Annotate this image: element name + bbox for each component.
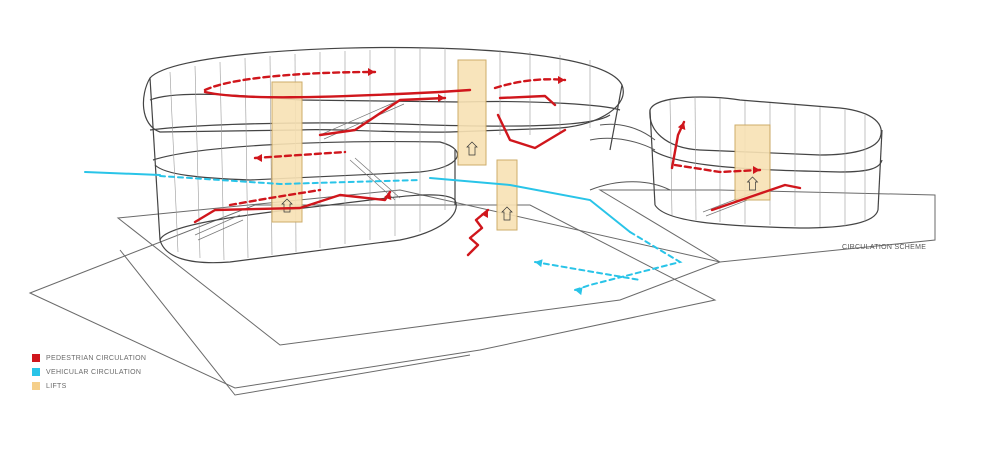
bridge-curve: [589, 181, 671, 191]
left-building-floor-mid: [149, 114, 611, 131]
legend-swatch-vehicular: [32, 368, 40, 376]
lift-up-arrow-icon: [466, 141, 478, 156]
route-arrows: [255, 68, 760, 296]
pedestrian-route-right-ramp: [710, 183, 802, 212]
lift-box: [271, 81, 303, 223]
bridge-lower: [589, 137, 656, 151]
lift-box: [457, 59, 487, 166]
legend-label-lifts: LIFTS: [46, 382, 67, 390]
route-arrow-icon: [535, 259, 543, 268]
right-building-floor: [651, 149, 883, 173]
route-arrow-icon: [558, 76, 565, 84]
left-building-edge-right: [609, 84, 623, 151]
right-building-roof: [649, 96, 882, 156]
right-building-base: [654, 204, 879, 229]
diagram-caption: CIRCULATION SCHEME: [842, 244, 927, 251]
legend-label-vehicular: VEHICULAR CIRCULATION: [46, 368, 142, 376]
bridge-upper: [599, 123, 656, 141]
lift-up-arrow-icon: [281, 198, 293, 213]
ground-plate-mid: [116, 189, 722, 346]
lift-up-arrow-icon: [746, 176, 759, 191]
pedestrian-route-mid-dashed: [253, 150, 347, 160]
vehicular-route-dashed: [159, 175, 421, 186]
right-building-edge-right: [877, 129, 883, 211]
pedestrian-route-top: [203, 70, 377, 92]
vehicular-route-loop-dashed: [534, 261, 641, 281]
lift-up-arrow-icon: [501, 206, 513, 221]
legend-swatch-pedestrian: [32, 354, 40, 362]
pedestrian-route-lower-dashed: [228, 188, 322, 207]
pedestrian-route-right-dashed: [673, 163, 762, 174]
legend-item-pedestrian: PEDESTRIAN CIRCULATION: [32, 352, 146, 364]
legend: PEDESTRIAN CIRCULATION VEHICULAR CIRCULA…: [32, 352, 146, 394]
lift-shaft: [457, 59, 487, 166]
route-arrow-icon: [575, 287, 583, 296]
left-building-edge-left: [149, 77, 161, 241]
lift-shaft: [271, 81, 303, 223]
escalator-1: [194, 214, 244, 241]
lifts: [271, 59, 771, 231]
left-building-floor-low: [152, 140, 459, 181]
right-building-edge-left: [649, 109, 656, 206]
route-arrow-icon: [438, 94, 445, 102]
vehicular-circulation: [84, 171, 683, 291]
route-arrow-icon: [481, 210, 488, 219]
legend-label-pedestrian: PEDESTRIAN CIRCULATION: [46, 354, 147, 362]
right-building: [649, 96, 883, 229]
route-arrow-icon: [753, 166, 760, 174]
lift-box: [496, 159, 518, 231]
route-arrow-icon: [368, 68, 375, 76]
left-building-floor-upper: [149, 93, 621, 111]
vehicular-route-entry: [84, 171, 161, 176]
vehicular-route-ramp-dashed: [574, 231, 683, 291]
pedestrian-route-stair: [466, 208, 490, 257]
vehicular-route-main: [429, 177, 631, 233]
legend-item-vehicular: VEHICULAR CIRCULATION: [32, 366, 146, 378]
left-building: [142, 46, 624, 264]
lift-shaft: [496, 159, 518, 231]
ground-plate-right: [598, 189, 936, 263]
legend-item-lifts: LIFTS: [32, 380, 146, 392]
pedestrian-circulation: [193, 70, 802, 257]
escalator-2: [349, 157, 401, 201]
pedestrian-route-upper: [203, 88, 472, 99]
route-arrow-icon: [255, 154, 262, 162]
lift-shaft: [734, 124, 771, 201]
ground-plate-lower: [28, 204, 717, 389]
lift-box: [734, 124, 771, 201]
left-building-roof: [142, 46, 624, 133]
ground-plates: [28, 189, 936, 396]
route-arrow-icon: [383, 192, 392, 200]
ground-edge: [119, 249, 471, 396]
legend-swatch-lifts: [32, 382, 40, 390]
bridge: [589, 123, 671, 191]
route-arrow-icon: [677, 122, 686, 130]
pedestrian-route-east-ramp: [496, 113, 567, 150]
left-building-base: [159, 194, 457, 264]
pedestrian-route-lower: [193, 190, 392, 224]
pedestrian-route-east: [498, 94, 557, 107]
pedestrian-route-ramp: [318, 96, 447, 137]
